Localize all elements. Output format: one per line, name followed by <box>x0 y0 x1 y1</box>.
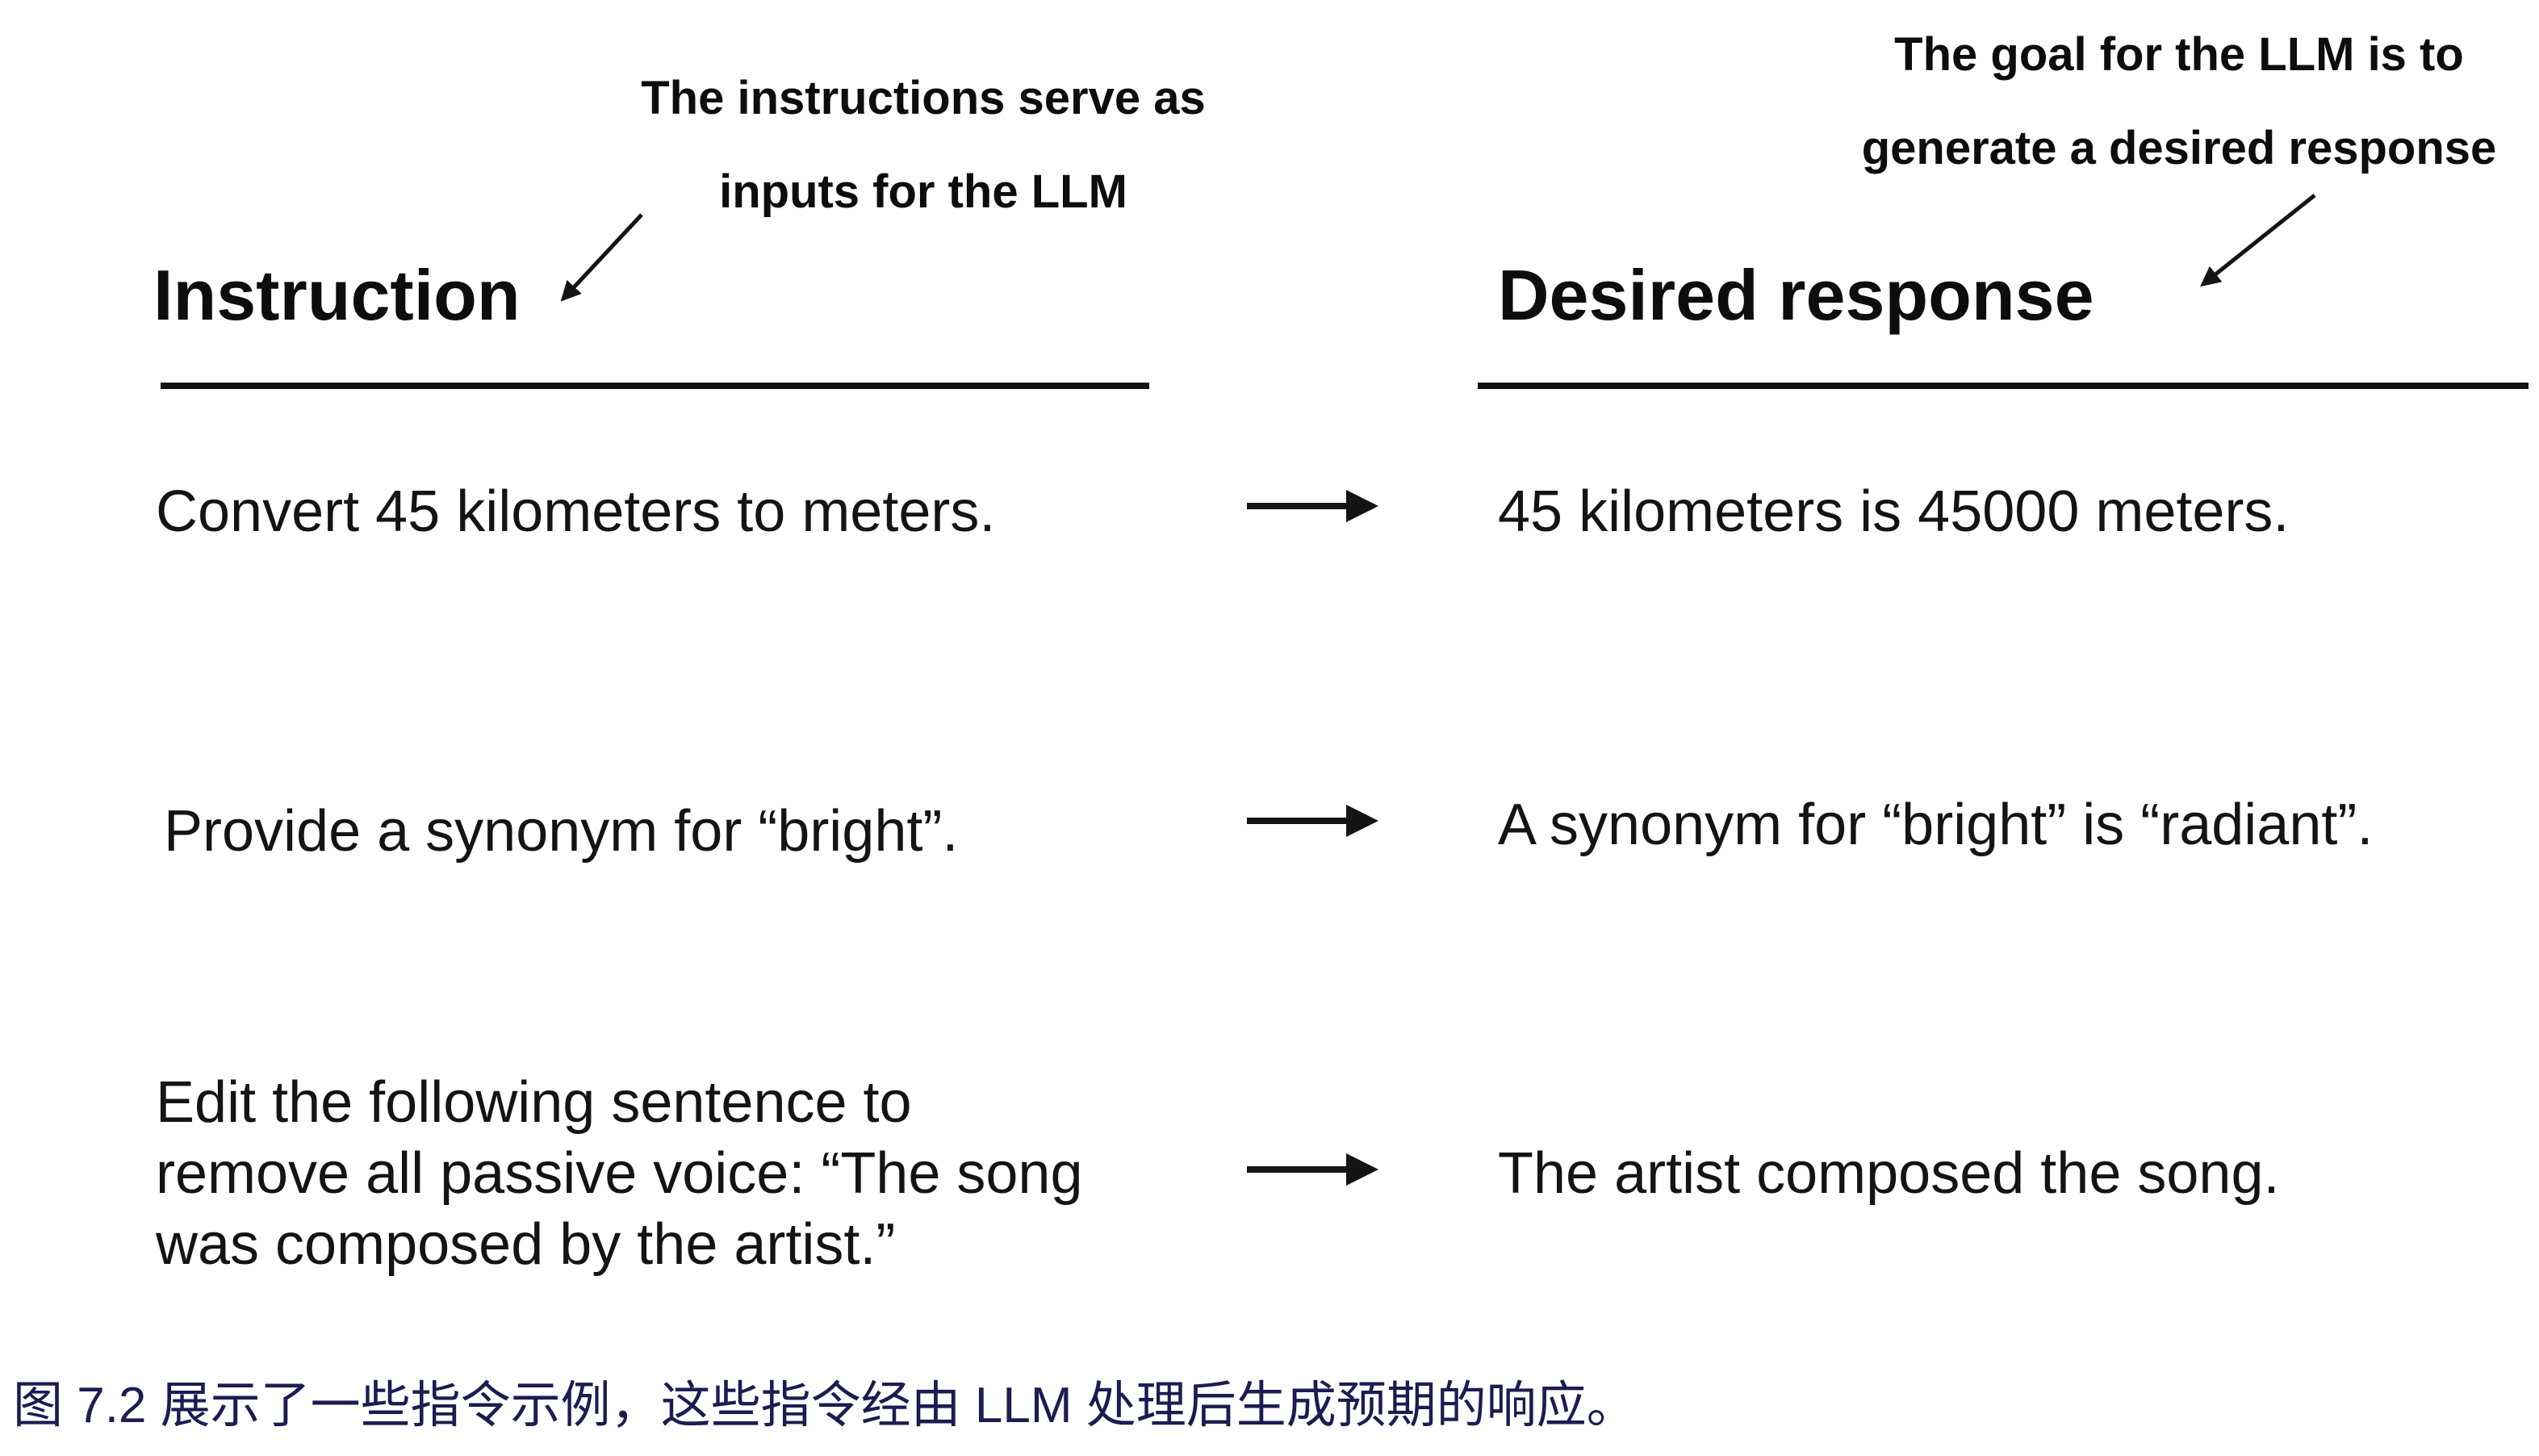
instruction-header-rule <box>161 383 1149 389</box>
instruction-column-header: Instruction <box>153 255 521 335</box>
response-column-header: Desired response <box>1498 255 2094 335</box>
annotation-goal-line2: generate a desired response <box>1861 122 2497 174</box>
annotation-instructions: The instructions serve as inputs for the… <box>560 52 1286 239</box>
down-left-arrow-icon <box>2200 194 2316 287</box>
instruction-example-2: Provide a synonym for “bright”. <box>164 799 959 864</box>
figure-caption: 图 7.2 展示了一些指令示例，这些指令经由 LLM 处理后生成预期的响应。 <box>13 1378 1637 1433</box>
annotation-instructions-line2: inputs for the LLM <box>719 165 1127 218</box>
instruction-example-3: Edit the following sentence to remove al… <box>156 1070 1083 1277</box>
response-header-rule <box>1478 383 2529 389</box>
response-example-1: 45 kilometers is 45000 meters. <box>1498 479 2290 544</box>
response-example-2: A synonym for “bright” is “radiant”. <box>1498 793 2374 857</box>
annotation-instructions-line1: The instructions serve as <box>641 72 1206 124</box>
annotation-goal: The goal for the LLM is to generate a de… <box>1792 8 2539 195</box>
response-example-3: The artist composed the song. <box>1498 1141 2280 1206</box>
annotation-goal-line1: The goal for the LLM is to <box>1894 28 2464 81</box>
instruction-example-1: Convert 45 kilometers to meters. <box>156 479 996 544</box>
